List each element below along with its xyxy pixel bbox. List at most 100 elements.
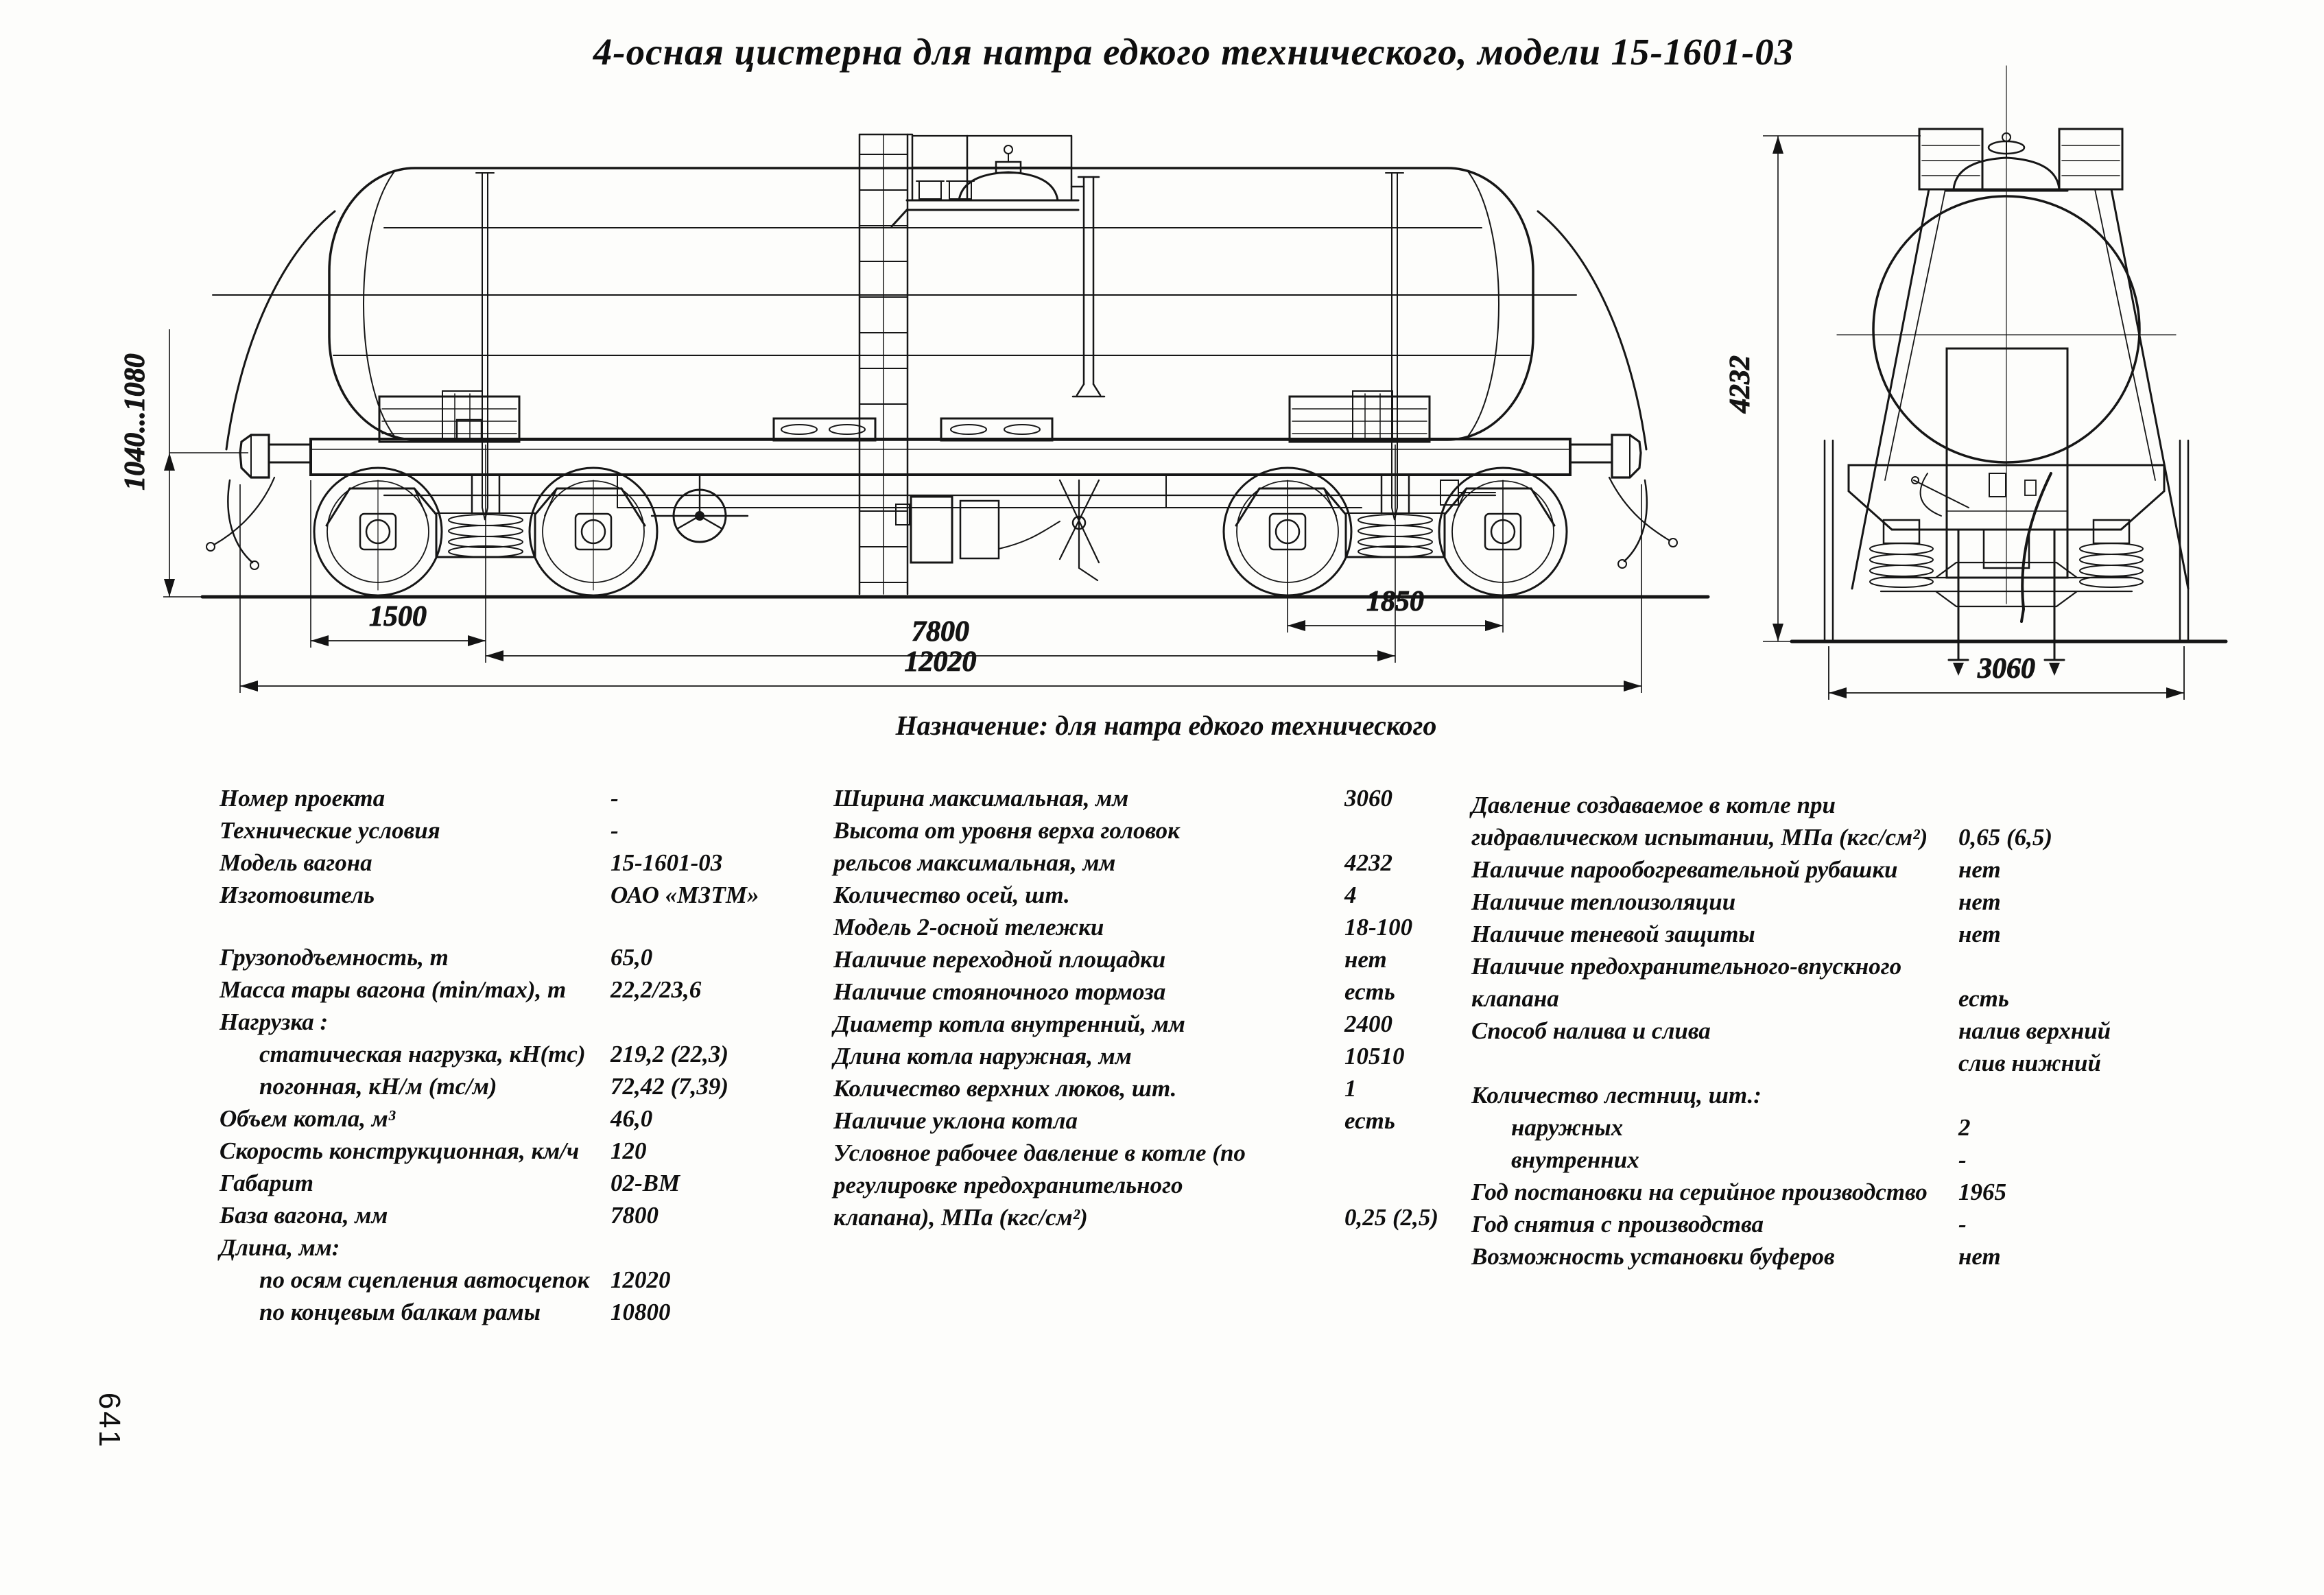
spec-label: Количество верхних люков, шт.: [833, 1075, 1177, 1102]
spec-row: Год снятия с производства -: [1471, 1208, 2281, 1240]
hatch-dome: [949, 145, 1067, 202]
tank-support-left: [378, 390, 521, 443]
spring-group-right: [2079, 519, 2144, 588]
dim-over-couplers: 12020: [905, 646, 977, 678]
spec-row: Наличие теплоизоляции нет: [1471, 886, 2281, 918]
spec-row: наружных 2: [1471, 1111, 2281, 1144]
spec-row: Длина котла наружная, мм 10510: [833, 1040, 1526, 1072]
spec-row: Модель 2-осной тележки 18-100: [833, 911, 1526, 943]
spec-label: Длина котла наружная, мм: [833, 1043, 1132, 1070]
spec-row: погонная, кН/м (тс/м) 72,42 (7,39): [220, 1070, 864, 1102]
spec-row: База вагона, мм 7800: [220, 1199, 864, 1231]
spec-label: Количество лестниц, шт.:: [1471, 1082, 1762, 1109]
tank-circle: [1872, 195, 2141, 464]
dim-bogie-wheelbase: 1850: [1366, 586, 1424, 617]
spec-value: ОАО «МЗТМ»: [610, 882, 759, 908]
spec-value: есть: [1344, 978, 1395, 1005]
side-ladder: [858, 133, 914, 595]
spec-label: Номер проекта: [220, 785, 386, 812]
spec-label: Наличие теневой защиты: [1471, 921, 1755, 947]
spec-row: по осям сцепления автосцепок 12020: [220, 1264, 864, 1296]
spec-value: нет: [1958, 856, 2001, 883]
spec-label: Диаметр котла внутренний, мм: [833, 1011, 1185, 1037]
spec-value: 7800: [610, 1202, 659, 1229]
coupler-left: [206, 434, 312, 552]
brake-cylinder: [910, 495, 953, 564]
spec-value: нет: [1958, 1243, 2001, 1270]
spec-label: Грузоподъемность, т: [220, 944, 449, 971]
spec-row: Ширина максимальная, мм 3060: [833, 782, 1526, 814]
spec-label: Модель вагона: [220, 849, 372, 876]
side-bars: [1823, 439, 2190, 643]
spec-value: 12020: [610, 1266, 671, 1293]
spec-label: Изготовитель: [220, 882, 375, 908]
spec-label: Объем котла, м³: [220, 1105, 396, 1132]
spec-value: 0,25 (2,5): [1344, 1204, 1439, 1231]
safety-valve-pipe: [1070, 176, 1106, 398]
drain-pipe: [2020, 472, 2052, 623]
end-handrail-right: [1537, 210, 1648, 451]
spec-label: Наличие парообогревательной рубашки: [1471, 856, 1898, 883]
spec-value: 219,2 (22,3): [610, 1041, 729, 1067]
spec-row: Длина, мм:: [220, 1231, 864, 1264]
spec-row: Количество лестниц, шт.:: [1471, 1079, 2281, 1111]
spec-row: Способ налива и слива налив верхний слив…: [1471, 1015, 2281, 1079]
spec-row: Объем котла, м³ 46,0: [220, 1102, 864, 1135]
hatch-dome-end: [1944, 132, 2069, 192]
spec-column-2: Ширина максимальная, мм 3060 Высота от у…: [833, 782, 1526, 1233]
spec-label: Условное рабочее давление в котле (по ре…: [833, 1139, 1246, 1231]
spring-group-left: [1869, 519, 1934, 588]
coupler-right: [1569, 434, 1678, 547]
spec-row: Диаметр котла внутренний, мм 2400: [833, 1008, 1526, 1040]
spec-row: Возможность установки буферов нет: [1471, 1240, 2281, 1273]
spec-value: есть: [1344, 1107, 1395, 1134]
spec-row: Год постановки на серийное производство …: [1471, 1176, 2281, 1208]
spec-label: Наличие стояночного тормоза: [833, 978, 1166, 1005]
spec-label: Скорость конструкционная, км/ч: [220, 1137, 580, 1164]
spec-row: Скорость конструкционная, км/ч 120: [220, 1135, 864, 1167]
spec-value: есть: [1958, 985, 2009, 1012]
spec-label: наружных: [1511, 1114, 1624, 1141]
dim-end-height: 4232: [1724, 355, 1756, 414]
axle: [1880, 561, 2133, 608]
spec-value: -: [610, 785, 619, 812]
safety-hangers: [1947, 528, 2065, 676]
spec-label: Наличие предохранительного-впускного кла…: [1471, 953, 1902, 1012]
spec-label: Модель 2-осной тележки: [833, 914, 1104, 941]
draft-gear: [1982, 528, 2030, 569]
gauge-rod-left: [475, 172, 495, 521]
spec-value: 46,0: [610, 1105, 653, 1132]
spec-label: Габарит: [220, 1170, 313, 1196]
gauge-rod-right: [1385, 172, 1404, 521]
spec-label: Возможность установки буферов: [1471, 1243, 1835, 1270]
spec-value: 4232: [1344, 849, 1392, 876]
brake-lever-end: [1913, 473, 1969, 517]
spec-label: База вагона, мм: [220, 1202, 388, 1229]
spec-label: статическая нагрузка, кН(тс): [259, 1041, 586, 1067]
spec-row: Наличие стояночного тормоза есть: [833, 976, 1526, 1008]
wheel: [528, 466, 659, 597]
spec-row: Номер проекта -: [220, 782, 864, 814]
spec-row: статическая нагрузка, кН(тс) 219,2 (22,3…: [220, 1038, 864, 1070]
spec-value: 02-ВМ: [610, 1170, 680, 1196]
spec-value: 4: [1344, 882, 1357, 908]
spec-column-1: Номер проекта - Технические условия - Мо…: [220, 782, 864, 1328]
spec-row: Давление создаваемое в котле при гидравл…: [1471, 789, 2281, 853]
purpose-line: Назначение: для натра едкого техническог…: [895, 710, 1437, 741]
spec-row: Грузоподъемность, т 65,0: [220, 941, 864, 973]
end-view-drawing: [1790, 65, 2228, 676]
spec-value: 15-1601-03: [610, 849, 723, 876]
tank-support-right: [1288, 390, 1431, 443]
spec-label: Ширина максимальная, мм: [833, 785, 1129, 812]
dim-end-width: 3060: [1977, 653, 2035, 685]
spec-row: Габарит 02-ВМ: [220, 1167, 864, 1199]
spec-row: Количество верхних люков, шт. 1: [833, 1072, 1526, 1104]
spec-value: 72,42 (7,39): [610, 1073, 729, 1100]
spec-row: по концевым балкам рамы 10800: [220, 1296, 864, 1328]
spec-value: -: [1958, 1146, 1967, 1173]
spec-label: Наличие теплоизоляции: [1471, 888, 1736, 915]
spec-label: Длина, мм:: [220, 1234, 340, 1261]
bolster: [1847, 464, 2166, 531]
spec-row: Количество осей, шт. 4: [833, 879, 1526, 911]
